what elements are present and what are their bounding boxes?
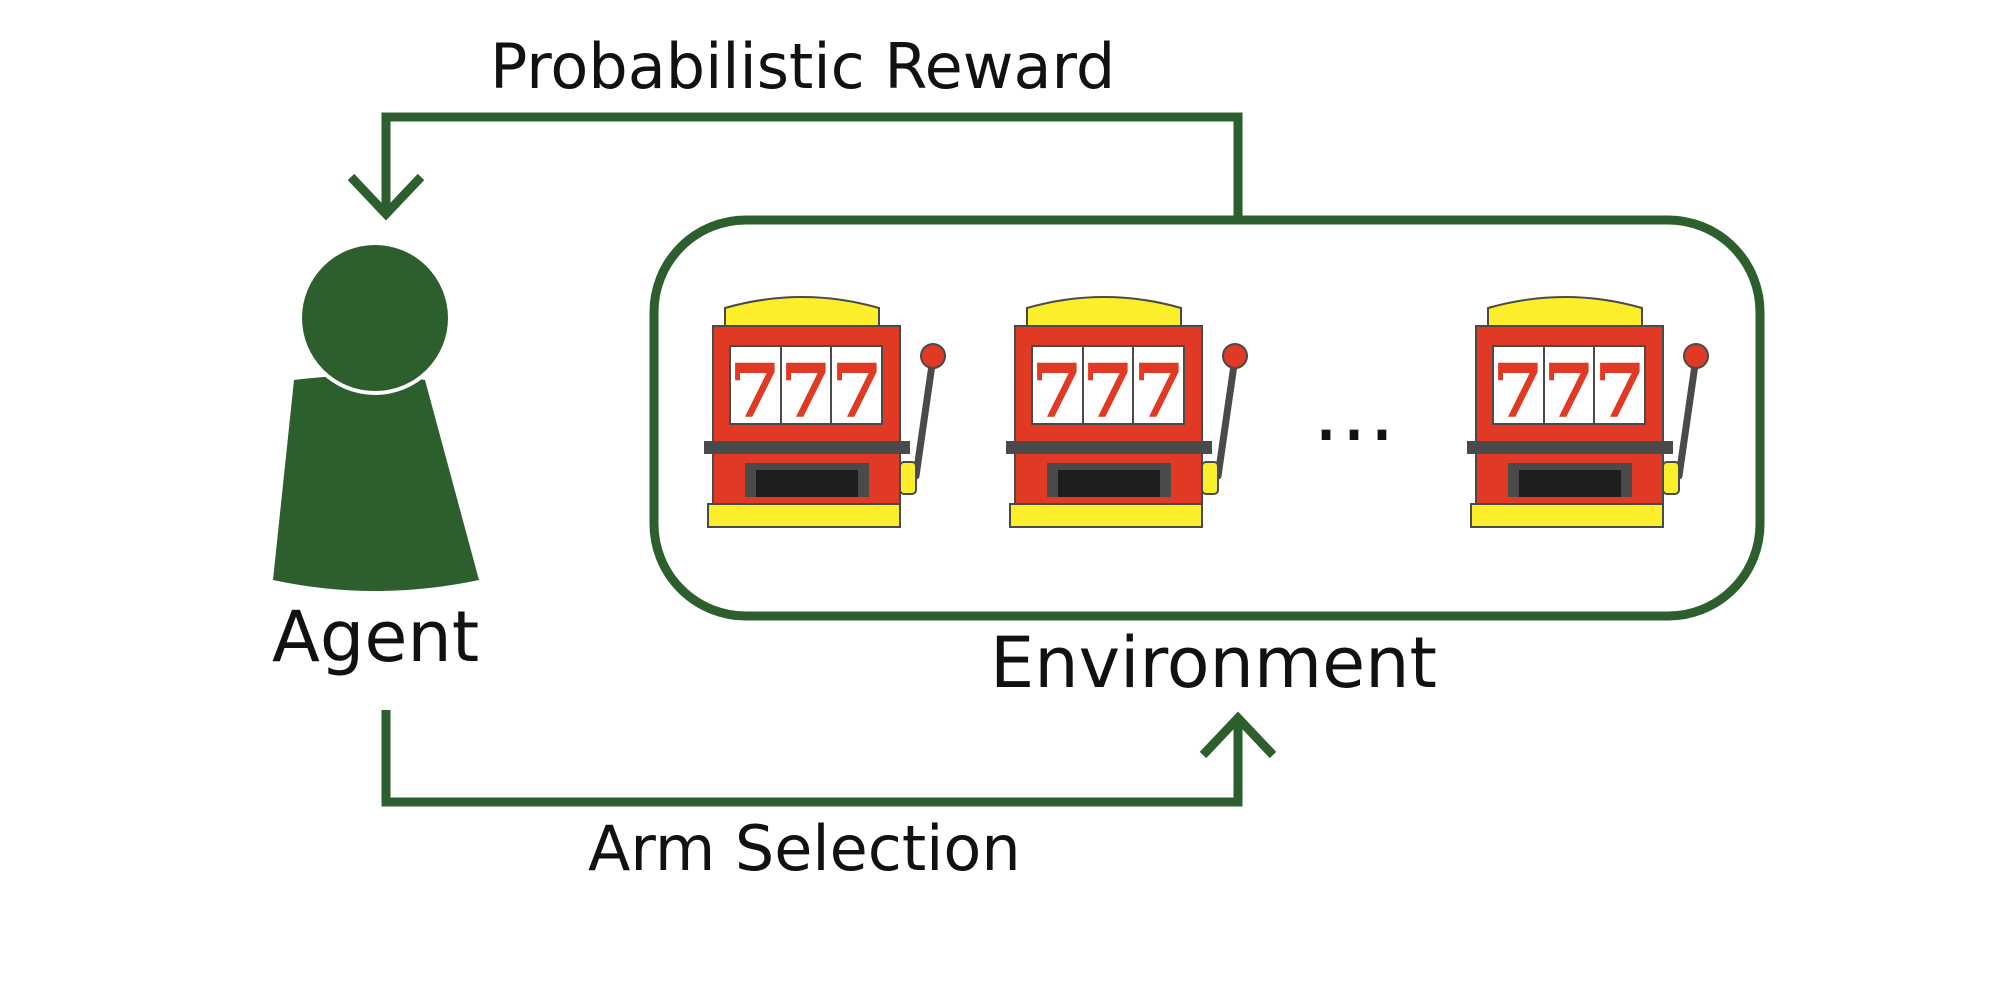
reel-seven: 7	[729, 349, 781, 435]
arm-selection-arrow-line	[381, 710, 1243, 807]
environment-box	[649, 215, 1765, 621]
environment-label: Environment	[990, 622, 1437, 704]
reel-seven: 7	[1082, 349, 1134, 435]
reward-arrowhead-icon	[347, 173, 425, 221]
arm-selection-arrowhead-icon	[1199, 711, 1277, 759]
reel-seven: 7	[1492, 349, 1544, 435]
reward-arrow-line	[381, 112, 1243, 220]
reel-seven: 7	[1543, 349, 1595, 435]
slot-machine-1: 7 7 7	[704, 297, 945, 527]
reel-seven: 7	[1031, 349, 1083, 435]
reel-seven: 7	[1594, 349, 1646, 435]
agent-label: Agent	[272, 596, 480, 678]
agent-figure-icon	[273, 241, 479, 591]
slot-machine-3: 7 7 7	[1467, 297, 1708, 527]
reel-seven: 7	[831, 349, 883, 435]
reward-label: Probabilistic Reward	[490, 30, 1116, 103]
arm-selection-label: Arm Selection	[588, 812, 1021, 885]
reel-seven: 7	[1133, 349, 1185, 435]
ellipsis: …	[1312, 362, 1396, 460]
slot-machine-2: 7 7 7	[1006, 297, 1247, 527]
reel-seven: 7	[780, 349, 832, 435]
